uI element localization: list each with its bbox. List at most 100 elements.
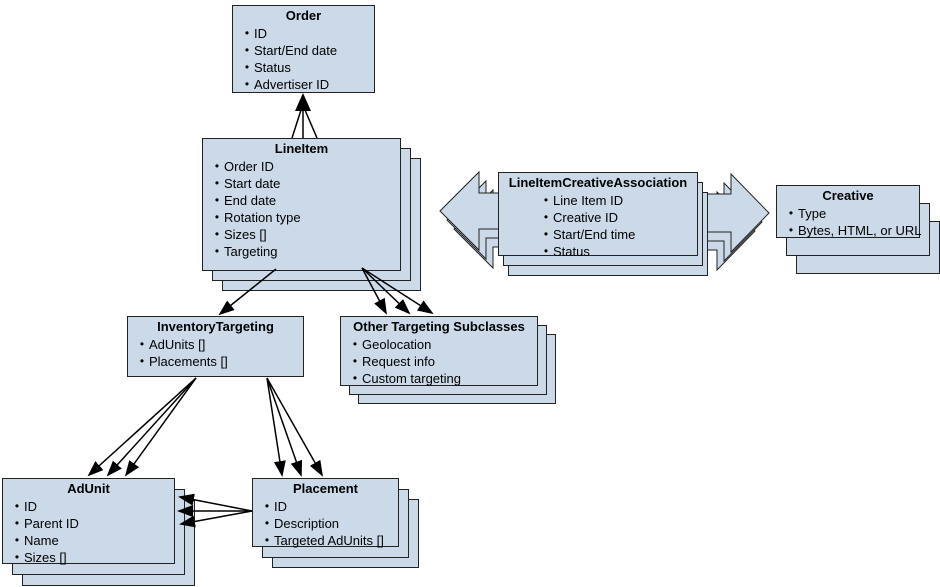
entity-title: AdUnit <box>67 481 110 496</box>
entity-attribute: • Line Item ID <box>539 192 693 209</box>
attribute-label: Type <box>798 206 827 221</box>
attribute-label: Order ID <box>224 159 274 174</box>
bullet-icon: • <box>244 26 250 40</box>
bullet-icon: • <box>139 354 145 368</box>
entity-attribute: • Targeted AdUnits [] <box>260 532 394 549</box>
attribute-label: Advertiser ID <box>254 77 330 92</box>
entity-attributes: •ID•Start/End date•Status•Advertiser ID <box>237 25 370 93</box>
attribute-label: Status <box>254 60 291 75</box>
bullet-icon: • <box>543 244 549 258</box>
attribute-label: Bytes, HTML, or URL <box>798 223 922 238</box>
entity-attribute: • Request info <box>348 353 533 370</box>
entity-attribute: • End date <box>210 192 396 209</box>
entity-attributes: • AdUnits [] • Placements [] <box>132 336 299 370</box>
entity-attributes: • ID • Description • Targeted AdUnits [] <box>257 498 394 549</box>
entity-title: Other Targeting Subclasses <box>353 319 525 334</box>
bullet-icon: • <box>352 337 358 351</box>
entity-attributes: • Line Item ID • Creative ID • Start/End time… <box>503 192 693 260</box>
attribute-label: Description <box>274 516 340 531</box>
entity-title: LineItem <box>274 141 329 156</box>
attribute-label: Request info <box>362 354 435 369</box>
entity-attributes: • Geolocation • Request info • Custom targeti… <box>345 336 533 387</box>
bullet-icon: • <box>543 227 549 241</box>
entity-attributes: •Order ID•Start date•End date•Rotation t… <box>207 158 396 260</box>
bullet-icon: • <box>139 337 145 351</box>
entity-attribute: • Creative ID <box>539 209 693 226</box>
bullet-icon: • <box>543 193 549 207</box>
bullet-icon: • <box>214 159 220 173</box>
entity-attribute: • Status <box>240 59 370 76</box>
attribute-label: Start/End date <box>254 43 338 58</box>
attribute-label: ID <box>24 499 37 514</box>
arrow-lineitem-to-order <box>291 93 318 139</box>
entity-title: Order <box>285 8 322 23</box>
attribute-label: AdUnits [] <box>149 337 206 352</box>
entity-title: Placement <box>292 481 359 496</box>
entity-attribute: •Advertiser ID <box>240 76 370 93</box>
entity-attributes: • Type • Bytes, HTML, or URL <box>781 205 922 239</box>
entity-attribute: • Type <box>784 205 915 222</box>
attribute-label: Parent ID <box>24 516 79 531</box>
bullet-icon: • <box>14 533 20 547</box>
bullet-icon: • <box>14 499 20 513</box>
attribute-label: End date <box>224 193 277 208</box>
entity-attribute: • Placements [] <box>135 353 299 370</box>
attribute-label: Targeted AdUnits [] <box>274 533 384 548</box>
bullet-icon: • <box>543 210 549 224</box>
bullet-icon: • <box>214 244 220 258</box>
arrows-inventorytargeting-to-adunit <box>87 377 197 477</box>
bullet-icon: • <box>352 371 358 385</box>
entity-attribute: • ID <box>260 498 394 515</box>
entity-title: InventoryTargeting <box>157 319 274 334</box>
attribute-label: Sizes [] <box>224 227 267 242</box>
entity-attribute: • Rotation type <box>210 209 396 226</box>
attribute-label: Sizes [] <box>24 550 67 565</box>
attribute-label: Custom targeting <box>362 371 461 386</box>
entity-attribute: • Geolocation <box>348 336 533 353</box>
entity-attributes: • ID • Parent ID • Name • Sizes [] <box>7 498 170 566</box>
attribute-label: Placements [] <box>149 354 228 369</box>
bullet-icon: • <box>352 354 358 368</box>
bullet-icon: • <box>264 499 270 513</box>
entity-attribute: • Name <box>10 532 170 549</box>
bullet-icon: • <box>264 516 270 530</box>
entity-attribute: • AdUnits [] <box>135 336 299 353</box>
attribute-label: Targeting <box>224 244 278 259</box>
entity-attribute: • Custom targeting <box>348 370 533 387</box>
bullet-icon: • <box>244 60 250 74</box>
entity-attribute: •Start date <box>210 175 396 192</box>
bullet-icon: • <box>788 206 794 220</box>
entity-attribute: • Parent ID <box>10 515 170 532</box>
attribute-label: Status <box>553 244 590 259</box>
attribute-label: Rotation type <box>224 210 301 225</box>
attribute-label: Creative ID <box>553 210 619 225</box>
attribute-label: Start date <box>224 176 281 191</box>
arrows-inventorytargeting-to-placement <box>266 377 323 477</box>
entity-attribute: • ID <box>10 498 170 515</box>
entity-title: LineItemCreativeAssociation <box>508 175 688 190</box>
attribute-label: ID <box>274 499 287 514</box>
bullet-icon: • <box>264 533 270 547</box>
bullet-icon: • <box>214 210 220 224</box>
entity-attribute: •ID <box>240 25 370 42</box>
attribute-label: Line Item ID <box>553 193 624 208</box>
entity-attribute: • Sizes [] <box>210 226 396 243</box>
bullet-icon: • <box>788 223 794 237</box>
entity-attribute: • Start/End date <box>240 42 370 59</box>
bullet-icon: • <box>214 227 220 241</box>
entity-attribute: • Targeting <box>210 243 396 260</box>
attribute-label: Name <box>24 533 59 548</box>
bullet-icon: • <box>14 550 20 564</box>
attribute-label: Start/End time <box>553 227 636 242</box>
bullet-icon: • <box>14 516 20 530</box>
entity-attribute: • Bytes, HTML, or URL <box>784 222 922 239</box>
entity-attribute: • Sizes [] <box>10 549 170 566</box>
entity-title: Creative <box>822 188 874 203</box>
entity-attribute: • Start/End time <box>539 226 693 243</box>
attribute-label: Geolocation <box>362 337 432 352</box>
bullet-icon: • <box>244 43 250 57</box>
bullet-icon: • <box>214 193 220 207</box>
entity-attribute: • Description <box>260 515 394 532</box>
entity-attribute: • Order ID <box>210 158 396 175</box>
